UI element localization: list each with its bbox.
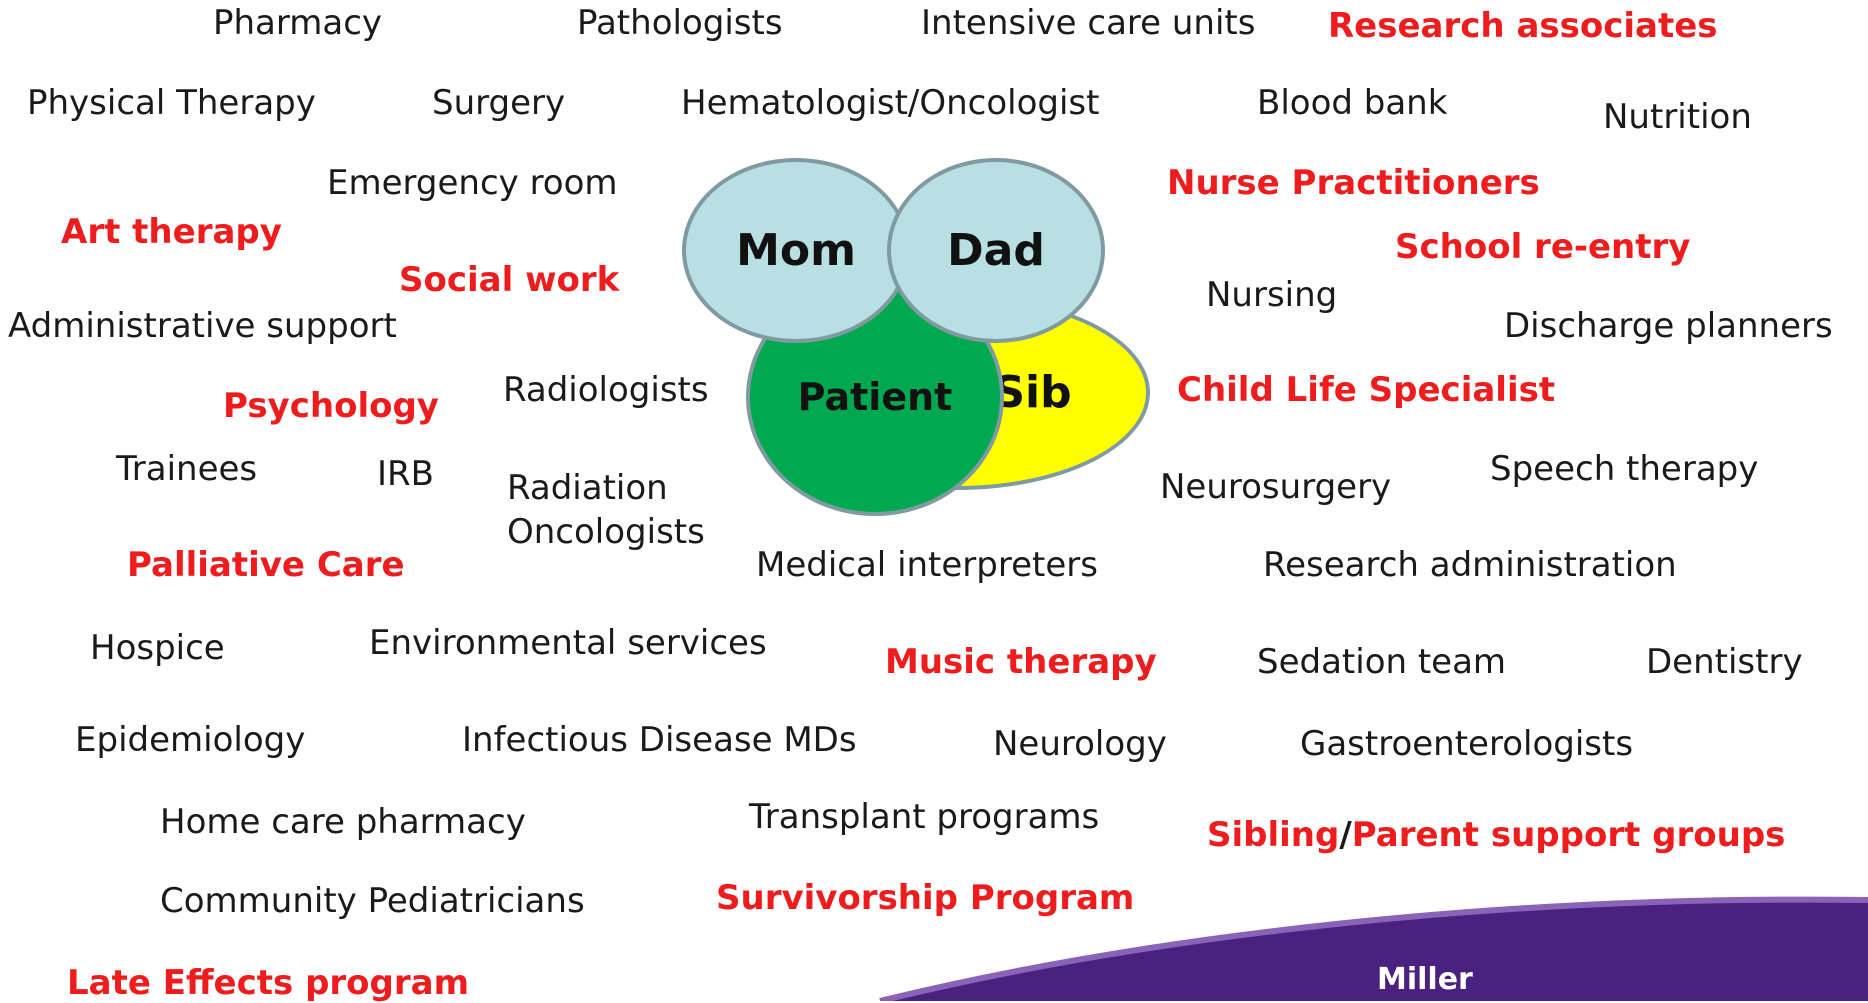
term-pharmacy: Pharmacy bbox=[213, 3, 383, 43]
dad-circle: Dad bbox=[887, 158, 1105, 343]
term-emergency-room: Emergency room bbox=[327, 163, 618, 203]
term-discharge-planners: Discharge planners bbox=[1504, 306, 1833, 346]
term-child-life-specialist: Child Life Specialist bbox=[1177, 370, 1556, 410]
term-late-effects-program: Late Effects program bbox=[67, 963, 470, 1003]
term-epidemiology: Epidemiology bbox=[75, 720, 306, 760]
term-parent-support-groups: Parent support groups bbox=[1351, 815, 1786, 855]
term-school-re-entry: School re-entry bbox=[1395, 227, 1691, 267]
term-transplant-programs: Transplant programs bbox=[749, 797, 1100, 837]
term-dentistry: Dentistry bbox=[1646, 642, 1803, 682]
term-neurosurgery: Neurosurgery bbox=[1160, 467, 1392, 507]
term-music-therapy: Music therapy bbox=[885, 642, 1157, 682]
dad-label: Dad bbox=[947, 225, 1045, 276]
patient-label: Patient bbox=[797, 375, 953, 419]
term-irb: IRB bbox=[377, 454, 434, 494]
term-infectious-disease-mds: Infectious Disease MDs bbox=[462, 720, 857, 760]
term-physical-therapy: Physical Therapy bbox=[27, 83, 316, 123]
mom-circle: Mom bbox=[682, 158, 910, 343]
term-art-therapy: Art therapy bbox=[61, 212, 282, 252]
term-gastroenterologists: Gastroenterologists bbox=[1300, 724, 1634, 764]
term-community-pediatricians: Community Pediatricians bbox=[160, 881, 585, 921]
term-research-associates: Research associates bbox=[1328, 6, 1718, 46]
term-intensive-care-units: Intensive care units bbox=[921, 3, 1256, 43]
mom-label: Mom bbox=[736, 225, 856, 276]
term-trainees: Trainees bbox=[116, 449, 258, 489]
term-sedation-team: Sedation team bbox=[1257, 642, 1507, 682]
term-environmental-services: Environmental services bbox=[369, 623, 767, 663]
term-sibling-parent-support-groups: Sibling/Parent support groups bbox=[1207, 818, 1785, 852]
sibling-label: Sib bbox=[993, 367, 1072, 418]
term-radiologists: Radiologists bbox=[503, 370, 709, 410]
term-hospice: Hospice bbox=[90, 628, 225, 668]
term-administrative-support: Administrative support bbox=[8, 306, 397, 346]
term-medical-interpreters: Medical interpreters bbox=[756, 545, 1098, 585]
term-sibling: Sibling bbox=[1207, 815, 1340, 855]
logo-text: Miller bbox=[1377, 962, 1473, 997]
term-slash: / bbox=[1339, 815, 1352, 855]
term-research-administration: Research administration bbox=[1263, 545, 1677, 585]
term-psychology: Psychology bbox=[223, 386, 439, 426]
term-surgery: Surgery bbox=[432, 83, 566, 123]
term-home-care-pharmacy: Home care pharmacy bbox=[160, 802, 526, 842]
term-neurology: Neurology bbox=[993, 724, 1167, 764]
term-nutrition: Nutrition bbox=[1603, 97, 1752, 137]
term-hematologist-oncologist: Hematologist/Oncologist bbox=[681, 83, 1100, 123]
term-radiation-oncologists: Radiation Oncologists bbox=[507, 468, 705, 553]
term-nursing: Nursing bbox=[1206, 275, 1338, 315]
term-social-work: Social work bbox=[399, 260, 620, 300]
term-pathologists: Pathologists bbox=[577, 3, 783, 43]
term-blood-bank: Blood bank bbox=[1257, 83, 1448, 123]
term-speech-therapy: Speech therapy bbox=[1490, 449, 1759, 489]
term-palliative-care: Palliative Care bbox=[127, 545, 405, 585]
term-nurse-practitioners: Nurse Practitioners bbox=[1167, 163, 1540, 203]
term-survivorship-program: Survivorship Program bbox=[716, 878, 1135, 918]
